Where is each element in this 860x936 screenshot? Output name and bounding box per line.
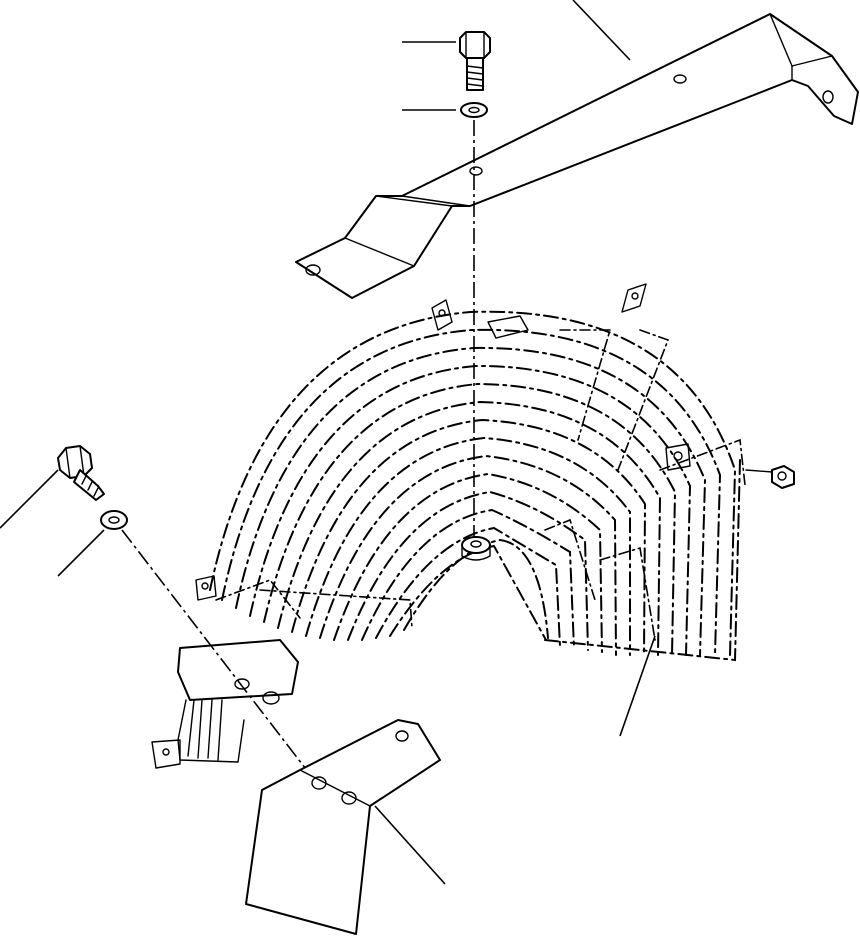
fender-tab-bottom-left: [151, 739, 181, 769]
leader-line-fender: [619, 635, 656, 737]
fender-right-nut: [745, 465, 795, 489]
lower-mounting-bracket: [245, 719, 441, 935]
fender-tab-right: [665, 443, 691, 471]
leader-line-left-bolt: [0, 469, 59, 529]
leader-line-left-washer: [57, 529, 105, 577]
washer-top: [460, 102, 488, 118]
fender-lower-mount-plate: [177, 639, 299, 701]
arm-hole-center: [469, 166, 483, 176]
lower-bracket-hole-right: [341, 791, 357, 805]
washer-left: [100, 510, 128, 530]
leader-line-arm: [572, 0, 631, 61]
fender-tab-left: [195, 575, 217, 601]
fender-tab-top-right: [621, 283, 647, 313]
fender-tab-top-left: [431, 299, 453, 331]
lower-bracket-hole-top: [395, 730, 409, 742]
lower-bracket-hole-left: [311, 776, 327, 790]
fender-cover: [151, 283, 795, 769]
hex-bolt-left: [57, 445, 105, 501]
upper-mounting-bracket-arm: [295, 13, 859, 299]
fender-top-bolt-boss: [461, 536, 491, 554]
fender-top-mount-pad: [487, 315, 529, 339]
assembly-centerline-left: [121, 529, 323, 791]
hex-bolt-top: [459, 31, 491, 91]
leader-line-lower-bracket: [374, 805, 446, 885]
leader-lines: [0, 0, 656, 885]
arm-hole-right: [673, 74, 687, 84]
arm-hole-left: [305, 264, 321, 276]
arm-hole-flange: [822, 90, 834, 104]
